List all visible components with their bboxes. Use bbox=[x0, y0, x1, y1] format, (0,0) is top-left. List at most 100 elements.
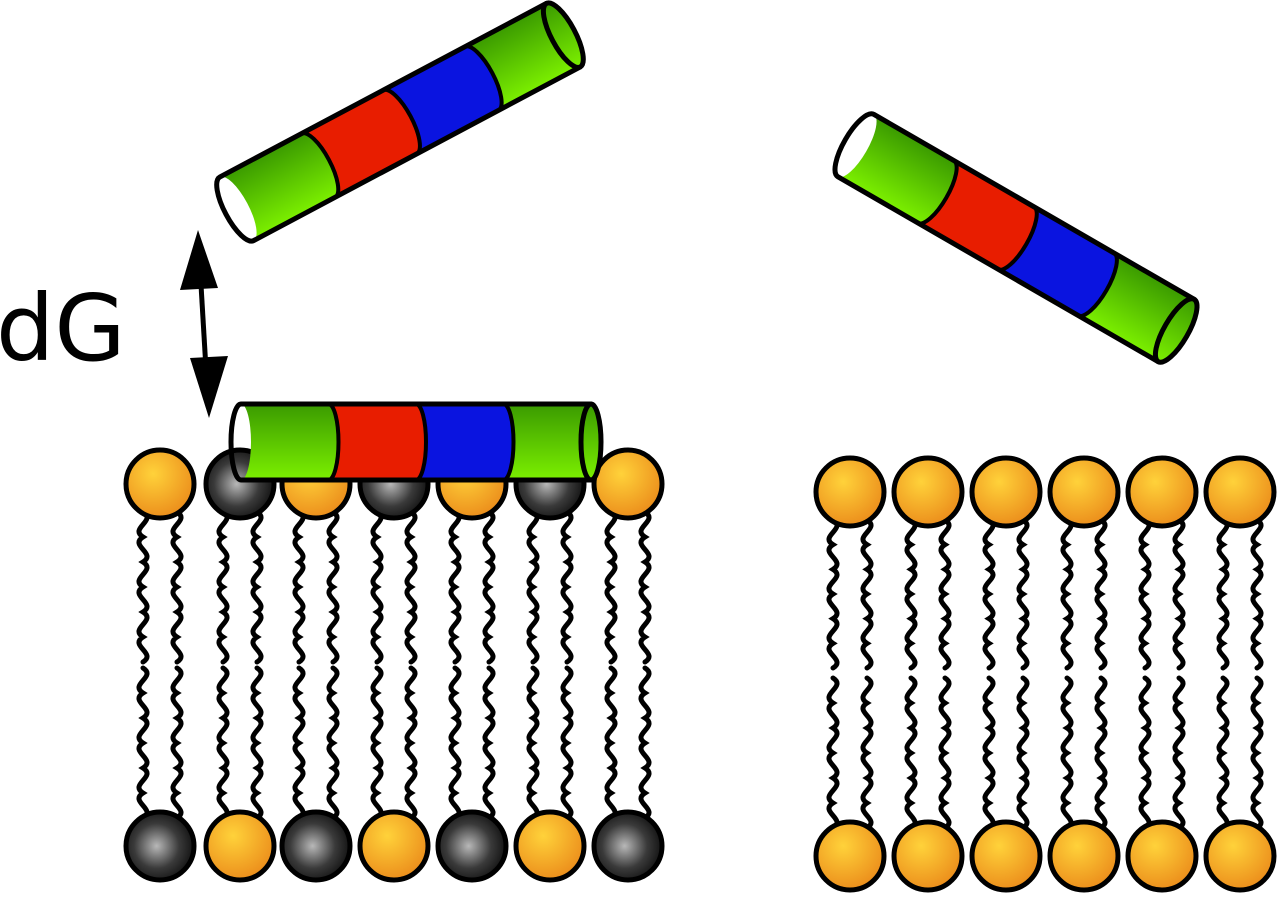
lipid-tail-upper bbox=[250, 509, 264, 665]
lipid-tail-lower bbox=[982, 675, 996, 831]
helix-segment-red bbox=[917, 160, 1037, 270]
helix-segment-red bbox=[328, 404, 426, 480]
lipid-tail-lower bbox=[604, 665, 618, 821]
lipid-tail-lower bbox=[404, 665, 418, 821]
lipid-tail-lower bbox=[1094, 675, 1108, 831]
lipid-head-top-orange bbox=[969, 455, 1043, 529]
lipid-head-top-orange bbox=[891, 455, 965, 529]
lipid-head-bottom-orange bbox=[1125, 819, 1199, 893]
lipid-tail-lower bbox=[448, 665, 462, 821]
lipid-tail-lower bbox=[216, 665, 230, 821]
lipid-head-bottom-dark bbox=[279, 809, 353, 883]
lipid-tail-upper bbox=[904, 517, 918, 671]
lipid-head-bottom-orange bbox=[1203, 819, 1277, 893]
lipid-tail-lower bbox=[1016, 675, 1030, 831]
helix-segment-green bbox=[503, 404, 601, 480]
lipid-tail-lower bbox=[638, 665, 652, 821]
lipid-tail-lower bbox=[860, 675, 874, 831]
lipid-head-bottom-orange bbox=[969, 819, 1043, 893]
helix-segment-blue bbox=[416, 404, 514, 480]
helix-segment-blue bbox=[383, 46, 502, 154]
helix-segment-green bbox=[837, 114, 957, 224]
lipid-head-bottom-orange bbox=[1047, 819, 1121, 893]
lipid-head-top-orange bbox=[123, 447, 197, 521]
helix-separator bbox=[382, 87, 422, 156]
lipid-tail-lower bbox=[938, 675, 952, 831]
helix-separator bbox=[300, 131, 341, 199]
helix-separator bbox=[1077, 251, 1119, 318]
free-helix-upper-left bbox=[214, 0, 586, 244]
lipid-tail-lower bbox=[292, 665, 306, 821]
lipid-tail-upper bbox=[216, 509, 230, 665]
lipid-head-top-orange bbox=[1203, 455, 1277, 529]
lipid-tail-upper bbox=[370, 509, 384, 665]
lipid-tail-lower bbox=[370, 665, 384, 821]
lipid-tail-lower bbox=[1138, 675, 1152, 831]
lipid-tail-lower bbox=[1216, 675, 1230, 831]
membrane-bound-helix bbox=[228, 401, 604, 483]
dg-label: dG bbox=[0, 275, 126, 382]
lipid-head-bottom-dark bbox=[591, 809, 665, 883]
lipid-tail-upper bbox=[482, 509, 496, 665]
lipid-tail-upper bbox=[1216, 517, 1230, 671]
lipid-head-bottom-orange bbox=[357, 809, 431, 883]
helix-end-cap bbox=[540, 0, 586, 70]
lipid-head-top-orange bbox=[1125, 455, 1199, 529]
lipid-tail-lower bbox=[1172, 675, 1186, 831]
lipid-tail-lower bbox=[1250, 675, 1264, 831]
helix-outline bbox=[832, 111, 1197, 365]
lipid-tail-upper bbox=[292, 509, 306, 665]
lipid-tail-lower bbox=[1060, 675, 1074, 831]
dg-double-arrow-icon bbox=[180, 230, 228, 418]
lipid-tail-lower bbox=[526, 665, 540, 821]
lipid-tail-upper bbox=[136, 509, 150, 665]
lipid-tail-upper bbox=[1016, 517, 1030, 671]
lipid-tail-lower bbox=[560, 665, 574, 821]
lipid-tail-upper bbox=[938, 517, 952, 671]
helix-separator bbox=[997, 205, 1039, 272]
helix-separator bbox=[328, 402, 341, 482]
lipid-tail-upper bbox=[1250, 517, 1264, 671]
lipid-tail-upper bbox=[1094, 517, 1108, 671]
lipid-tail-upper bbox=[560, 509, 574, 665]
lipid-tail-upper bbox=[982, 517, 996, 671]
lipid-tails bbox=[136, 509, 1264, 831]
lipid-tail-upper bbox=[1172, 517, 1186, 671]
free-helix-right bbox=[832, 111, 1200, 365]
lipid-tail-lower bbox=[482, 665, 496, 821]
lipid-tail-upper bbox=[860, 517, 874, 671]
helix-segment-blue bbox=[998, 206, 1117, 316]
helix-outline bbox=[214, 0, 583, 244]
lipid-head-top-orange bbox=[813, 455, 887, 529]
lipid-tail-upper bbox=[1060, 517, 1074, 671]
lipid-head-bottom-dark bbox=[123, 809, 197, 883]
lipid-tail-upper bbox=[1138, 517, 1152, 671]
lipid-head-bottom-orange bbox=[891, 819, 965, 893]
lipid-tail-lower bbox=[826, 675, 840, 831]
lipid-head-top-orange bbox=[591, 447, 665, 521]
lipid-tail-lower bbox=[904, 675, 918, 831]
helix-separator bbox=[415, 402, 428, 482]
lipid-tail-lower bbox=[170, 665, 184, 821]
lipid-head-bottom-orange bbox=[203, 809, 277, 883]
lipid-tail-lower bbox=[250, 665, 264, 821]
helix-outline bbox=[228, 401, 594, 483]
lipid-tail-upper bbox=[326, 509, 340, 665]
lipid-tail-upper bbox=[826, 517, 840, 671]
helix-separator bbox=[916, 158, 959, 226]
helix-separator bbox=[463, 44, 504, 113]
lipid-tail-upper bbox=[604, 509, 618, 665]
helix-segment-green bbox=[241, 404, 339, 480]
helix-end-cap bbox=[578, 401, 604, 483]
lipid-head-bottom-orange bbox=[813, 819, 887, 893]
helix-end-cap bbox=[1152, 296, 1200, 365]
lipid-head-top-orange bbox=[1047, 455, 1121, 529]
lipid-tail-upper bbox=[170, 509, 184, 665]
helix-segment-green bbox=[219, 133, 339, 241]
lipid-tail-lower bbox=[326, 665, 340, 821]
lipid-tail-upper bbox=[448, 509, 462, 665]
lipid-head-bottom-dark bbox=[435, 809, 509, 883]
helix-separator bbox=[503, 402, 516, 482]
helix-segment-red bbox=[301, 89, 420, 198]
